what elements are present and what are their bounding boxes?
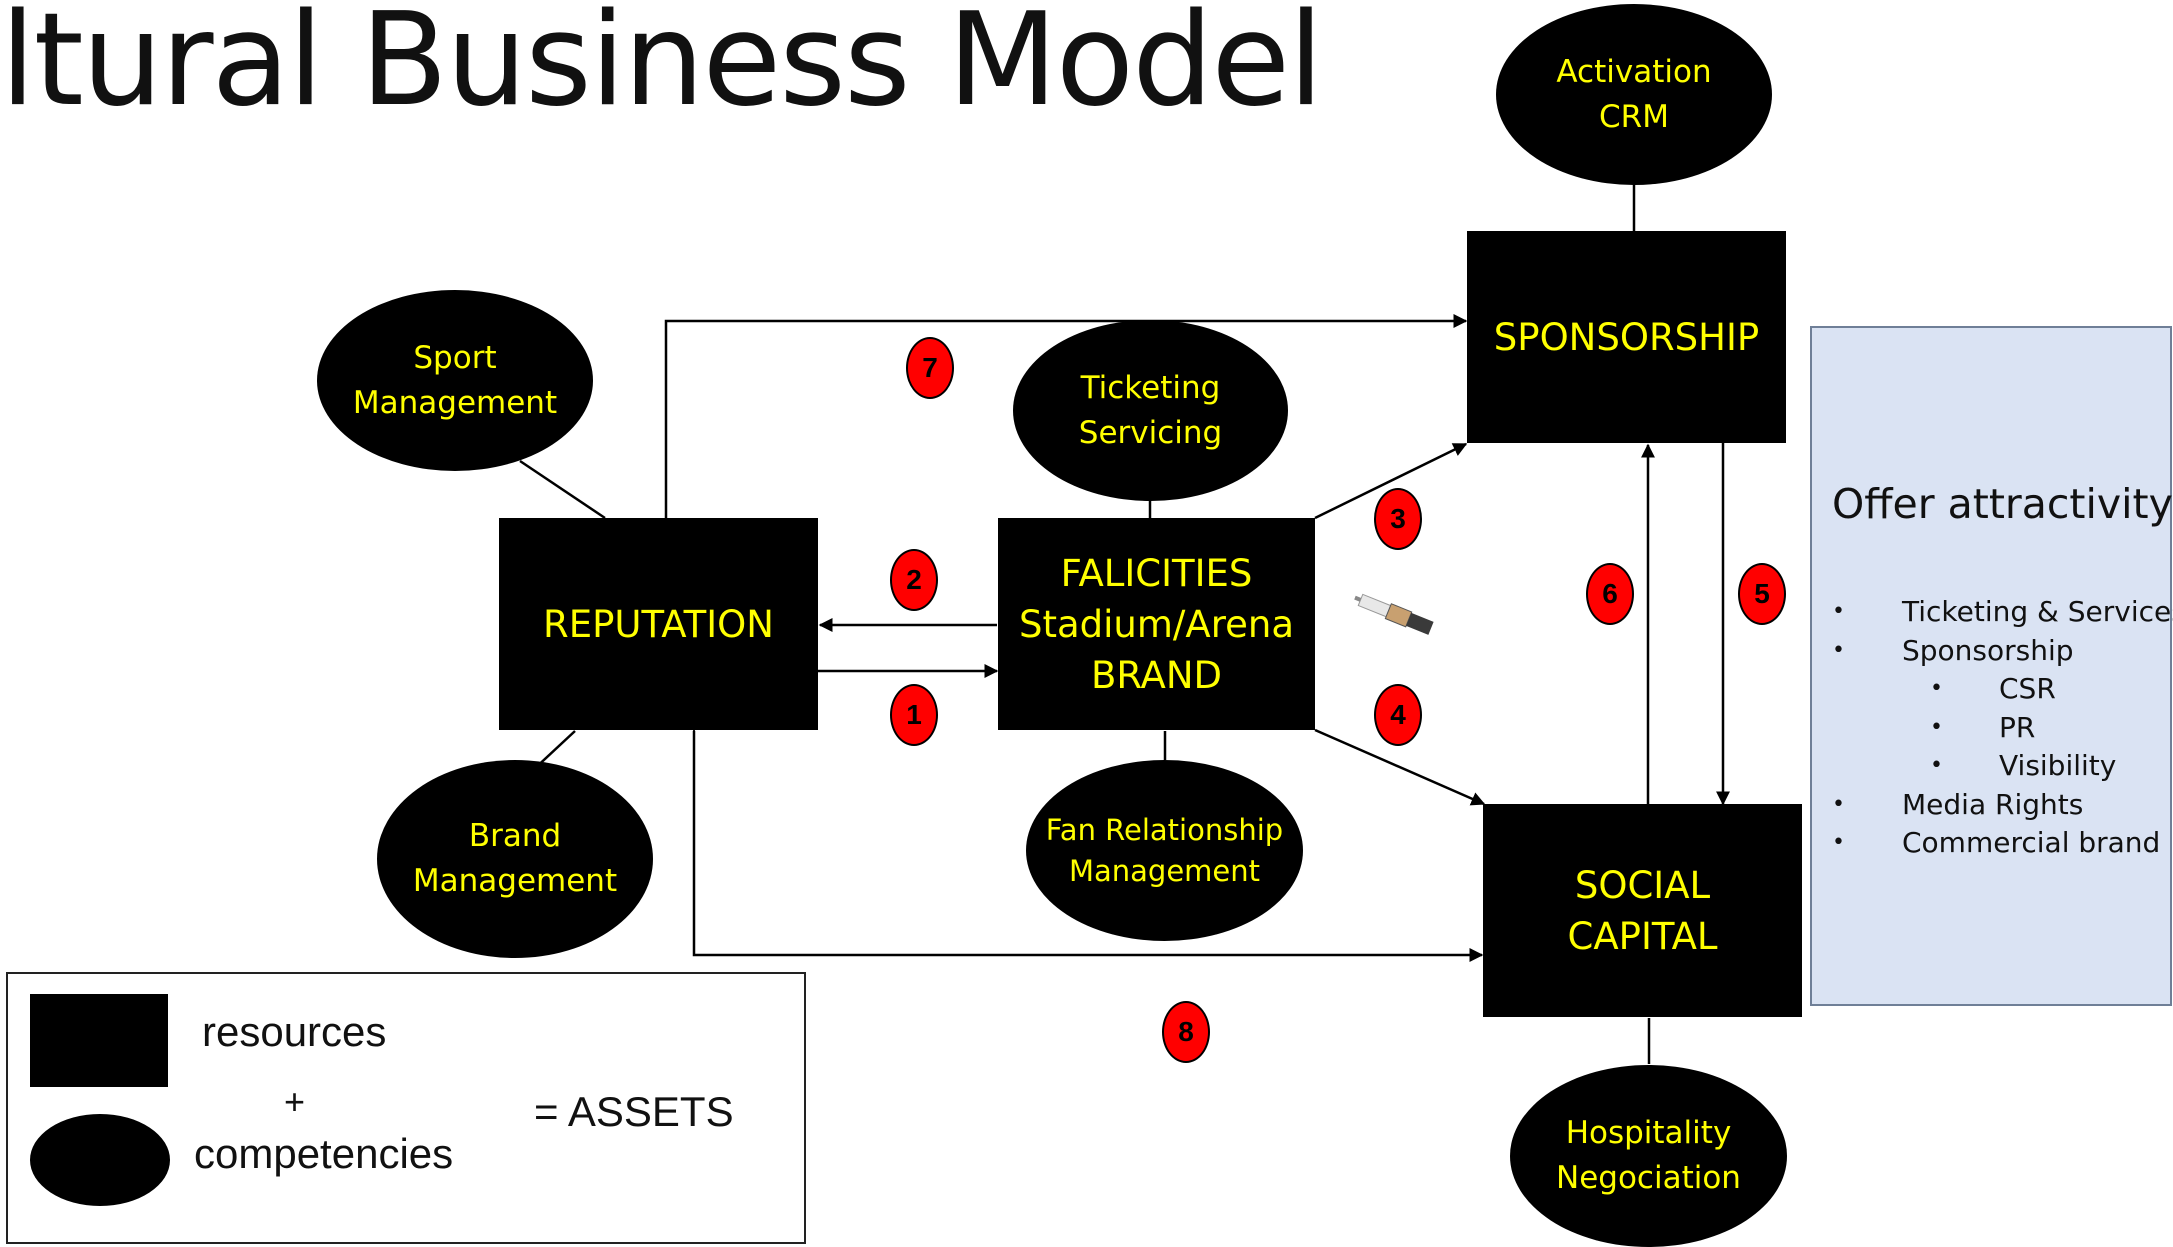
sport-management-label: Management: [352, 384, 558, 421]
hospitality-label: Hospitality: [1565, 1115, 1732, 1151]
facilities-label-line-1: FALICITIES: [1060, 551, 1253, 595]
hospitality-negociation-oval: Hospitality Negociation: [1510, 1065, 1787, 1247]
offer-attractivity-panel: Offer attractivity • Ticketing & Service…: [1810, 326, 2173, 1006]
sport-label: Sport: [413, 339, 497, 376]
sport-management-oval: Sport Management: [317, 290, 593, 471]
fan-relationship-label: Fan Relationship: [1045, 812, 1284, 847]
reputation-box: REPUTATION: [499, 518, 818, 730]
fan-management-label: Management: [1068, 853, 1261, 888]
social-capital-box: SOCIAL CAPITAL: [1483, 804, 1802, 1017]
legend: resources + competencies = ASSETS: [6, 972, 806, 1244]
offer-item-label: Visibility: [1999, 749, 2117, 782]
legend-resources-label: resources: [202, 1008, 387, 1055]
pen-image: [1345, 568, 1445, 664]
badge-3: 3: [1374, 488, 1422, 550]
badge-7: 7: [906, 337, 954, 399]
legend-resource-swatch: [30, 994, 168, 1087]
brand-management-oval: Brand Management: [377, 760, 653, 958]
servicing-label: Servicing: [1078, 414, 1223, 451]
negociation-label: Negociation: [1556, 1160, 1741, 1196]
badge-5: 5: [1738, 563, 1786, 625]
sponsorship-box: SPONSORSHIP: [1467, 231, 1786, 443]
badge-1: 1: [890, 684, 938, 746]
arrow-7: [659, 314, 1468, 531]
offer-item-label: CSR: [1999, 672, 2056, 705]
facilities-box: FALICITIES Stadium/Arena BRAND: [998, 518, 1315, 730]
crm-label: CRM: [1599, 98, 1669, 135]
social-capital-label-line-2: CAPITAL: [1567, 914, 1718, 958]
legend-competency-swatch: [30, 1114, 170, 1206]
brand-management-label: Management: [412, 863, 618, 899]
page-title: ltural Business Model: [0, 0, 1324, 135]
badge-6: 6: [1586, 563, 1634, 625]
offer-item-label: Sponsorship: [1902, 633, 2074, 667]
offer-item-label: PR: [1999, 710, 2036, 744]
badge-2: 2: [890, 549, 938, 611]
activation-label: Activation: [1556, 53, 1712, 90]
legend-assets-label: = ASSETS: [534, 1088, 734, 1135]
legend-plus: +: [284, 1081, 306, 1122]
badge-8: 8: [1162, 1001, 1210, 1063]
offer-item-label: Ticketing & Services: [1902, 595, 2173, 628]
offer-item-label: Media Rights: [1902, 787, 2084, 821]
offer-item-label: Commercial brand: [1902, 826, 2161, 859]
reputation-label: REPUTATION: [543, 602, 774, 646]
legend-competencies-label: competencies: [194, 1130, 454, 1177]
arrow-8: [687, 718, 1484, 962]
offer-title: Offer attractivity: [1832, 480, 2173, 528]
fan-relationship-oval: Fan Relationship Management: [1026, 760, 1303, 941]
social-capital-label-line-1: SOCIAL: [1574, 863, 1711, 907]
facilities-label-line-2: Stadium/Arena: [1019, 602, 1294, 646]
facilities-label-line-3: BRAND: [1090, 653, 1223, 697]
badge-4: 4: [1374, 684, 1422, 746]
connector-sport-reputation: [519, 459, 606, 520]
sponsorship-label: SPONSORSHIP: [1493, 315, 1760, 359]
ticketing-label: Ticketing: [1080, 369, 1221, 406]
activation-crm-oval: Activation CRM: [1496, 4, 1772, 185]
ticketing-servicing-oval: Ticketing Servicing: [1013, 320, 1288, 501]
brand-label: Brand: [468, 818, 562, 854]
